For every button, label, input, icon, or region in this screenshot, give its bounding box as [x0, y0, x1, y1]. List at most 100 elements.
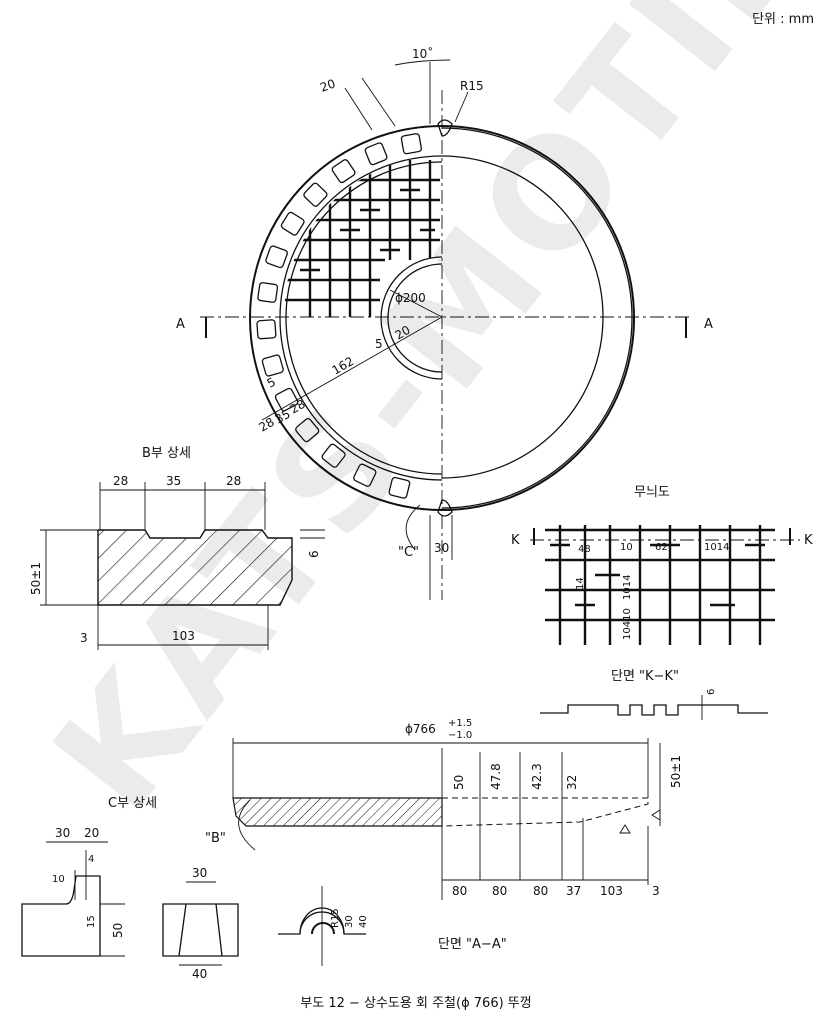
c-d15: 15 [86, 915, 97, 928]
plan-left-outer [249, 125, 443, 511]
dim-rib-width: 20 [318, 76, 337, 94]
dim-20: 20 [393, 323, 413, 343]
c-h50: 50 [111, 923, 125, 938]
angle-arc [394, 59, 451, 66]
detail-b-title: B부 상세 [142, 446, 191, 461]
rim-slot [274, 387, 299, 412]
rim-slot [295, 417, 320, 443]
detail-c-label: "C" [398, 545, 419, 560]
c-profile1 [21, 875, 101, 957]
aa-b-arc [238, 799, 256, 851]
section-a-left: A [176, 317, 185, 332]
aa-b-80c: 80 [533, 884, 548, 898]
c-d4: 4 [88, 854, 94, 865]
dim-p48: 48 [578, 544, 591, 555]
detail-c-title: C부 상세 [108, 796, 157, 811]
dim-b-w2: 35 [166, 474, 181, 488]
pattern-section-title: 단면 "K−K" [611, 669, 679, 684]
aa-overall-dia: ϕ766 [405, 722, 436, 736]
dim-5b: 5 [265, 375, 279, 391]
dim-p1014v: 1014 [622, 575, 633, 600]
rim-slot [321, 443, 346, 468]
plan-inner-circle [380, 256, 443, 380]
aa-arrow1 [651, 809, 661, 821]
c-w30: 30 [55, 826, 70, 840]
aa-hatched-half [232, 797, 443, 827]
dim-b-left: 3 [80, 631, 88, 645]
inner-dia-leader [389, 289, 443, 318]
aa-arrow2 [619, 824, 631, 834]
rim-slot [280, 211, 305, 236]
dim-35: 35 [273, 407, 293, 427]
aa-thk-32: 32 [565, 775, 579, 790]
c-d40: 40 [358, 915, 369, 928]
dim-inner-dia: ϕ200 [395, 291, 426, 305]
plan-left-ring [279, 155, 443, 481]
pattern-title: 무늬도 [634, 485, 670, 500]
dim-angle: 10˚ [412, 46, 433, 61]
aa-tol-minus: −1.0 [448, 730, 472, 741]
figure-caption: 부도 12 − 상수도용 회 주철(ϕ 766) 뚜껑 [300, 996, 532, 1011]
c-d10: 10 [52, 874, 65, 885]
rim-slot [265, 245, 288, 269]
c-profile2 [162, 903, 239, 957]
dim-b-height: 50±1 [29, 562, 43, 595]
aa-b-80a: 80 [452, 884, 467, 898]
section-aa: ϕ766 +1.5 −1.0 50 47.8 42.3 32 50±1 80 8… [205, 718, 683, 952]
pattern-k-left: K [511, 533, 520, 548]
dim-b-w3: 28 [226, 474, 241, 488]
aa-b-103: 103 [600, 884, 623, 898]
pattern-section-depth: 6 [706, 689, 717, 695]
detail-c: C부 상세 30 20 4 10 15 50 30 40 R15 30 40 [21, 796, 369, 981]
plan-rim-slots [256, 133, 423, 499]
dim-28a: 28 [257, 415, 277, 435]
top-dim-ext2 [361, 77, 396, 127]
top-dim-ext3 [344, 87, 373, 131]
c-top30: 30 [192, 866, 207, 880]
rim-slot [303, 182, 328, 207]
aa-title: 단면 "A−A" [438, 937, 507, 952]
aa-thk-423: 42.3 [530, 763, 544, 790]
pattern-maze [545, 525, 775, 645]
dim-p10410: 10410 [622, 608, 633, 640]
rim-slot [388, 476, 411, 499]
dim-p10: 10 [620, 542, 633, 553]
dim-p62: 62 [655, 542, 668, 553]
detail-c-arc [405, 504, 421, 551]
pattern-view: 무늬도 K K 48 10 62 1014 14 1014 10410 단면 "… [511, 485, 813, 720]
aa-label-b: "B" [205, 831, 226, 846]
rim-slot [261, 354, 284, 377]
c-w20: 20 [84, 826, 99, 840]
plan-right-outer [441, 125, 635, 511]
pattern-section-profile [540, 704, 768, 716]
rim-slot [256, 319, 277, 340]
plan-inner-circle2 [387, 263, 443, 373]
aa-b-3: 3 [652, 884, 660, 898]
aa-thk-478: 47.8 [489, 763, 503, 790]
unit-label: 단위 : mm [752, 12, 814, 27]
c-r15: R15 [330, 908, 341, 928]
aa-b-37: 37 [566, 884, 581, 898]
aa-height: 50±1 [669, 755, 683, 788]
aa-right-profile [441, 797, 649, 827]
plan-right-inner [441, 127, 633, 509]
dim-p1014: 1014 [704, 542, 729, 553]
dim-b-width: 103 [172, 629, 195, 643]
aa-b-80b: 80 [492, 884, 507, 898]
c-d30: 30 [344, 915, 355, 928]
rim-slot [400, 133, 423, 155]
dim-notch-30: 30 [434, 541, 449, 555]
rim-slot [353, 463, 377, 487]
rim-slot [257, 282, 279, 303]
c-bot40: 40 [192, 967, 207, 981]
c-profile3-notch [311, 922, 335, 935]
dim-b-depth: 6 [307, 550, 321, 558]
dim-p14: 14 [575, 577, 586, 590]
section-a-right: A [704, 317, 713, 332]
radius-leader [261, 316, 443, 421]
rim-slot [364, 142, 388, 166]
dim-5a: 5 [375, 337, 383, 351]
detail-b: B부 상세 28 35 28 50±1 6 3 103 [29, 446, 325, 650]
detail-b-section [97, 529, 293, 606]
